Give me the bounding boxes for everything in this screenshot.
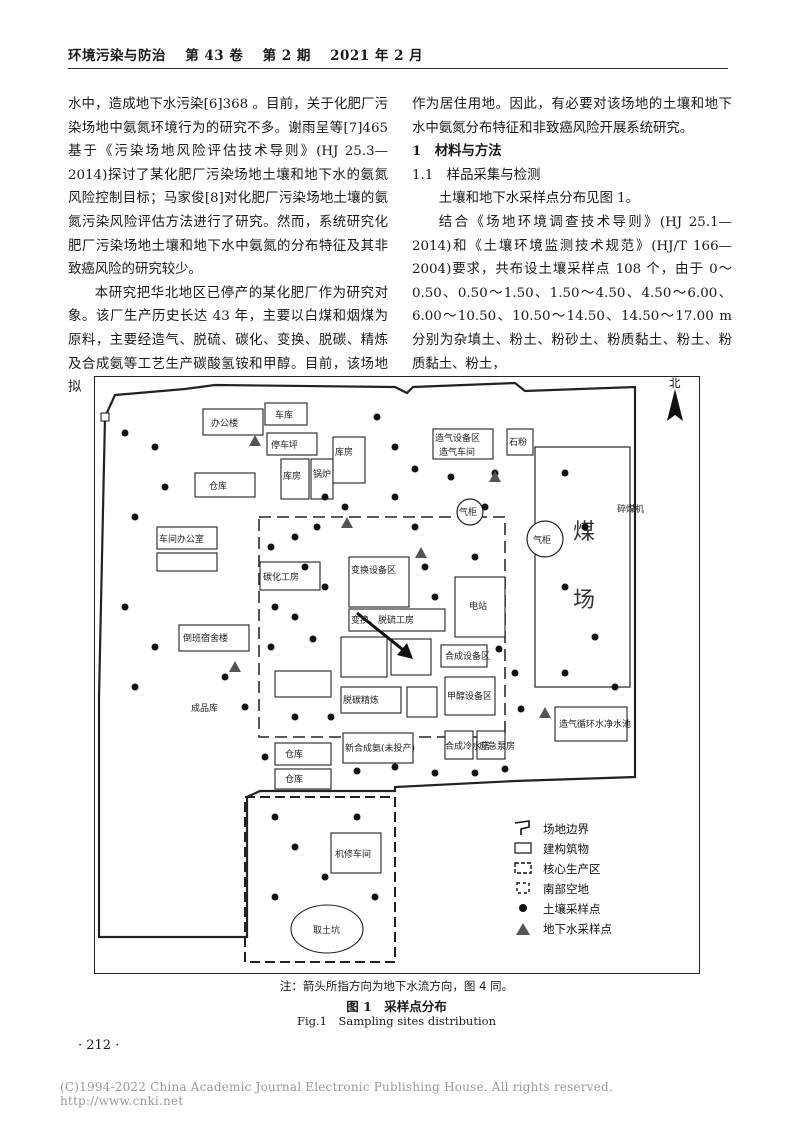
legend-label: 建构筑物 xyxy=(543,842,589,856)
map-label: 合成设备区 xyxy=(445,650,490,662)
journal-issue: 第 2 期 xyxy=(262,48,311,64)
groundwater-point-icon xyxy=(516,923,530,935)
coal-yard xyxy=(534,446,631,688)
north-arrow: 北 xyxy=(667,377,683,421)
map-label: 气柜 xyxy=(459,506,477,518)
core-zone-icon xyxy=(514,862,532,874)
subsection-heading: 1.1 样品采集与检测 xyxy=(412,167,541,183)
map-label: 倒班宿舍楼 xyxy=(183,632,228,644)
map-label: 锅炉 xyxy=(313,468,331,480)
figure-caption-cn: 图 1 采样点分布 xyxy=(346,999,447,1014)
soil-sampling-points xyxy=(121,413,619,901)
building-icon xyxy=(514,842,532,854)
south-zone-icon xyxy=(516,882,530,894)
map-label: 仓库 xyxy=(285,773,303,785)
figure-sampling-map: 煤 场 碎煤机 气柜 气柜 xyxy=(94,376,700,974)
map-label: 变换设备区 xyxy=(351,564,396,576)
map-label: 车间办公室 xyxy=(159,533,204,545)
legend-label: 地下水采样点 xyxy=(543,922,612,936)
journal-volume: 第 43 卷 xyxy=(185,48,244,64)
soil-pit xyxy=(290,904,364,954)
map-label: 库房 xyxy=(335,446,353,458)
page-number: · 212 · xyxy=(78,1038,120,1053)
paragraph: 本研究把华北地区已停产的某化肥厂作为研究对象。该厂生产历史长达 43 年，主要以… xyxy=(68,285,388,396)
legend-label: 场地边界 xyxy=(543,822,589,836)
map-label: 脱碳精炼 xyxy=(343,694,379,706)
section-heading: 1 材料与方法 xyxy=(412,143,502,160)
groundwater-sampling-points xyxy=(229,435,551,718)
map-label: 新合成氨(未投产) xyxy=(345,742,415,754)
map-label: 造气设备区 xyxy=(435,432,480,444)
soil-point-icon xyxy=(519,904,527,912)
map-label: 气柜 xyxy=(533,534,551,546)
site-boundary xyxy=(97,381,637,939)
figure-caption-en: Fig.1 Sampling sites distribution xyxy=(297,1014,496,1028)
map-label: 甲醇设备区 xyxy=(447,690,492,702)
journal-date: 2021 年 2 月 xyxy=(330,48,424,64)
copyright-footer: (C)1994-2022 China Academic Journal Elec… xyxy=(60,1080,613,1108)
map-label: 碎煤机 xyxy=(617,503,644,515)
journal-name: 环境污染与防治 xyxy=(68,48,166,64)
boundary-icon xyxy=(514,820,530,835)
map-label: 成品库 xyxy=(191,702,218,714)
paragraph: 土壤和地下水采样点分布见图 1。 xyxy=(438,191,640,207)
journal-header: 环境污染与防治 第 43 卷 第 2 期 2021 年 2 月 xyxy=(68,44,728,69)
map-label: 变换、脱硫工房 xyxy=(351,614,414,626)
paragraph: 作为居住用地。因此，有必要对该场地的土壤和地下水中氨氮分布特征和非致癌风险开展系… xyxy=(412,97,732,136)
site-map: 煤 场 碎煤机 气柜 气柜 xyxy=(97,377,683,963)
map-label: 石粉 xyxy=(509,436,527,448)
map-label: 造气循环水净水池 xyxy=(559,718,631,730)
map-label: 库房 xyxy=(283,470,301,482)
legend-label: 土壤采样点 xyxy=(543,902,601,916)
map-label: 停车坪 xyxy=(271,439,298,451)
map-label: 造气车间 xyxy=(439,446,475,458)
map-label: 仓库 xyxy=(285,748,303,760)
gas-tank-shape xyxy=(526,520,564,558)
map-label: 办公楼 xyxy=(211,417,238,429)
legend-label: 南部空地 xyxy=(543,882,589,896)
map-label: 煤 xyxy=(573,520,595,545)
paragraph: 水中，造成地下水污染[6]368 。目前，关于化肥厂污染场地中氨氮环境行为的研究… xyxy=(68,97,388,278)
map-label: 电站 xyxy=(469,600,487,612)
map-label: 碳化工房 xyxy=(263,571,299,583)
buildings xyxy=(100,402,628,874)
map-label: 合成冷水塔 xyxy=(445,740,490,752)
figure-note: 注：箭头所指方向为地下水流方向，图 4 同。 xyxy=(279,979,514,993)
map-label: 车库 xyxy=(275,409,293,421)
map-label: 机修车间 xyxy=(335,848,371,860)
paragraph: 结合《场地环境调查技术导则》(HJ 25.1—2014)和《土壤环境监测技术规范… xyxy=(412,214,732,372)
south-zone xyxy=(244,796,396,963)
right-column: 作为居住用地。因此，有必要对该场地的土壤和地下水中氨氮分布特征和非致癌风险开展系… xyxy=(412,93,732,376)
groundwater-flow-arrow xyxy=(356,611,413,659)
figure-legend: 场地边界 建构筑物 核心生产区 南部空地 土壤采样点 地下水采样点 xyxy=(514,820,612,936)
gas-tank-shape xyxy=(456,498,484,526)
map-label: 场 xyxy=(573,588,595,613)
core-zone xyxy=(258,516,506,738)
north-label: 北 xyxy=(669,377,681,390)
map-label: 仓库 xyxy=(209,480,227,492)
legend-label: 核心生产区 xyxy=(543,862,601,876)
map-label: 应急泵房 xyxy=(479,740,515,752)
map-label: 取土坑 xyxy=(313,924,340,936)
left-column: 水中，造成地下水污染[6]368 。目前，关于化肥厂污染场地中氨氮环境行为的研究… xyxy=(68,93,388,400)
